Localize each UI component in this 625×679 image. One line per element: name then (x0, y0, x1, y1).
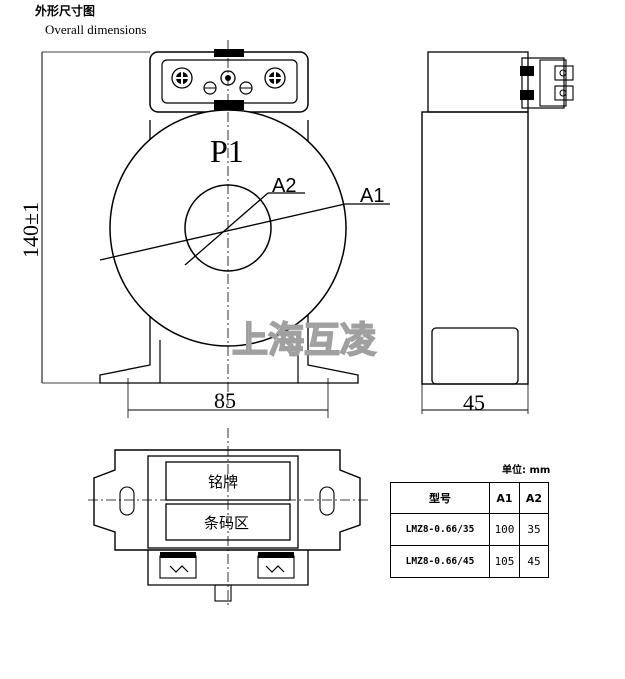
dim-height-label: 140±1 (18, 202, 43, 258)
table-row: LMZ8-0.66/45 105 45 (390, 545, 549, 578)
terminal-screw-left (171, 67, 193, 89)
side-view (421, 51, 574, 414)
watermark: 上海互凌 (232, 320, 376, 361)
spec-table-header-row: 型号 A1 A2 (390, 482, 549, 514)
drawing-title-cn: 外形尺寸图 (35, 4, 96, 18)
spec-header-a1: A1 (489, 482, 520, 514)
spec-cell-a2: 35 (519, 513, 549, 546)
unit-label: 单位: mm (502, 465, 551, 476)
barcode-box (165, 503, 291, 541)
spec-header-a2: A2 (519, 482, 549, 514)
barcode-label: 条码区 (204, 514, 249, 532)
table-row: LMZ8-0.66/35 100 35 (390, 513, 549, 546)
spec-cell-a1: 105 (489, 545, 520, 578)
terminal-screw-right (264, 67, 286, 89)
label-p1: P1 (210, 133, 244, 169)
spec-cell-model: LMZ8-0.66/45 (390, 545, 490, 578)
nameplate-box (165, 461, 291, 501)
front-view (41, 40, 390, 418)
spec-header-model: 型号 (390, 482, 490, 514)
nameplate-label: 铭牌 (208, 473, 238, 491)
label-a1: A1 (360, 185, 384, 207)
spec-cell-model: LMZ8-0.66/35 (390, 513, 490, 546)
side-dim-label: 45 (463, 390, 485, 415)
bottom-view (88, 428, 370, 606)
drawing-title-en: Overall dimensions (45, 22, 147, 37)
dim-width-label: 85 (214, 388, 236, 413)
spec-cell-a2: 45 (519, 545, 549, 578)
spec-table: 型号 A1 A2 LMZ8-0.66/35 100 35 LMZ8-0.66/4… (390, 482, 549, 578)
label-a2: A2 (272, 175, 296, 197)
spec-cell-a1: 100 (489, 513, 520, 546)
